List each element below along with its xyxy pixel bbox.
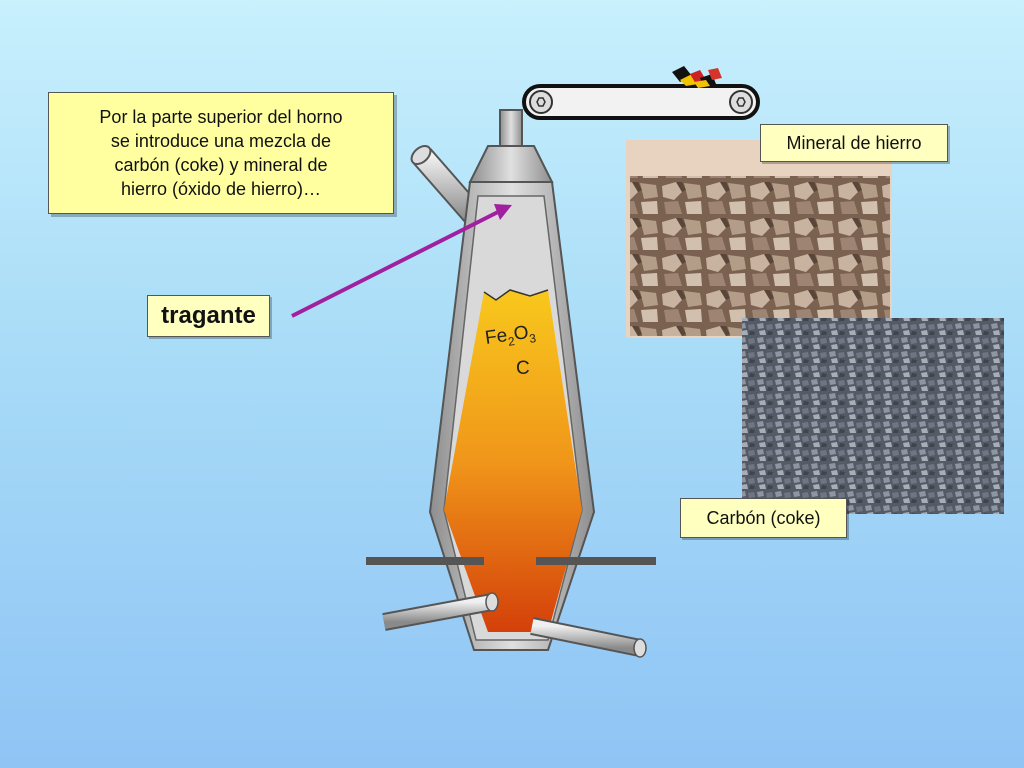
description-callout: Por la parte superior del horno se intro… [48, 92, 394, 214]
tragante-arrow [291, 204, 512, 318]
callout-line-3: carbón (coke) y mineral de [114, 155, 328, 175]
furnace-charge [444, 290, 582, 632]
tragante-label: tragante [147, 295, 270, 337]
coke-label: Carbón (coke) [680, 498, 847, 538]
callout-line-4: hierro (óxido de hierro)… [120, 179, 322, 199]
coke-photo [742, 318, 1004, 514]
conveyor-belt [522, 84, 760, 120]
charge-pieces [672, 66, 722, 88]
formula-carbon: C [516, 358, 530, 379]
formula-fe2o3: Fe2O3 [484, 321, 538, 352]
iron-ore-label: Mineral de hierro [760, 124, 948, 162]
iron-ore-rocks [630, 176, 890, 336]
tuyere-pipes [366, 557, 656, 658]
callout-line-1: Por la parte superior del horno [99, 107, 343, 127]
callout-line-2: se introduce una mezcla de [110, 131, 332, 151]
